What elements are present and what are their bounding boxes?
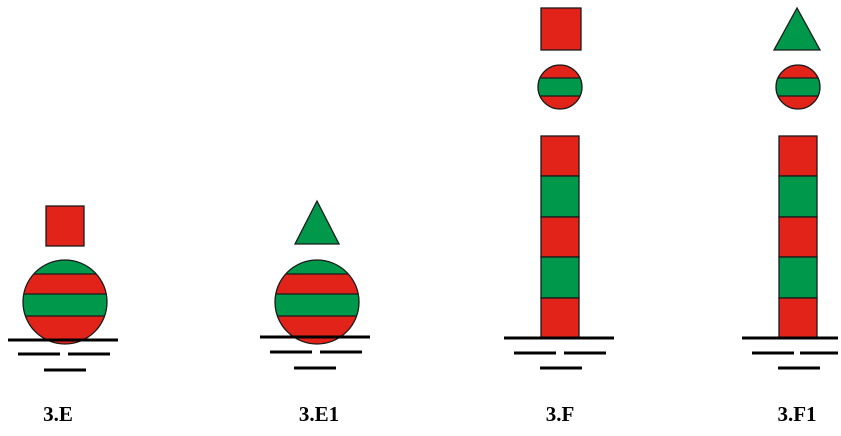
spar-buoy-body [540, 135, 580, 339]
spherical-topmark [776, 65, 820, 109]
buoy-label: 3.F1 [777, 402, 816, 426]
waterline-symbol [504, 336, 614, 370]
buoy-label: 3.F [546, 402, 575, 426]
square-topmark [45, 205, 85, 247]
spar-buoy-body [778, 135, 818, 339]
buoy-3-f1: 3.F1 [742, 6, 838, 426]
buoy-3-e: 3.E [8, 205, 118, 426]
buoy-3-f: 3.F [504, 7, 614, 426]
waterline-symbol [260, 335, 370, 370]
triangle-topmark [293, 199, 341, 245]
spherical-buoy-body [23, 260, 107, 344]
waterline-symbol [742, 336, 838, 370]
spherical-buoy-body [275, 260, 359, 344]
spherical-topmark [538, 65, 582, 109]
buoy-label: 3.E [43, 402, 73, 426]
triangle-topmark [772, 6, 822, 51]
square-topmark [540, 7, 582, 51]
waterline-symbol [8, 338, 118, 372]
buoy-3-e1: 3.E1 [260, 199, 370, 426]
buoy-label: 3.E1 [299, 402, 339, 426]
